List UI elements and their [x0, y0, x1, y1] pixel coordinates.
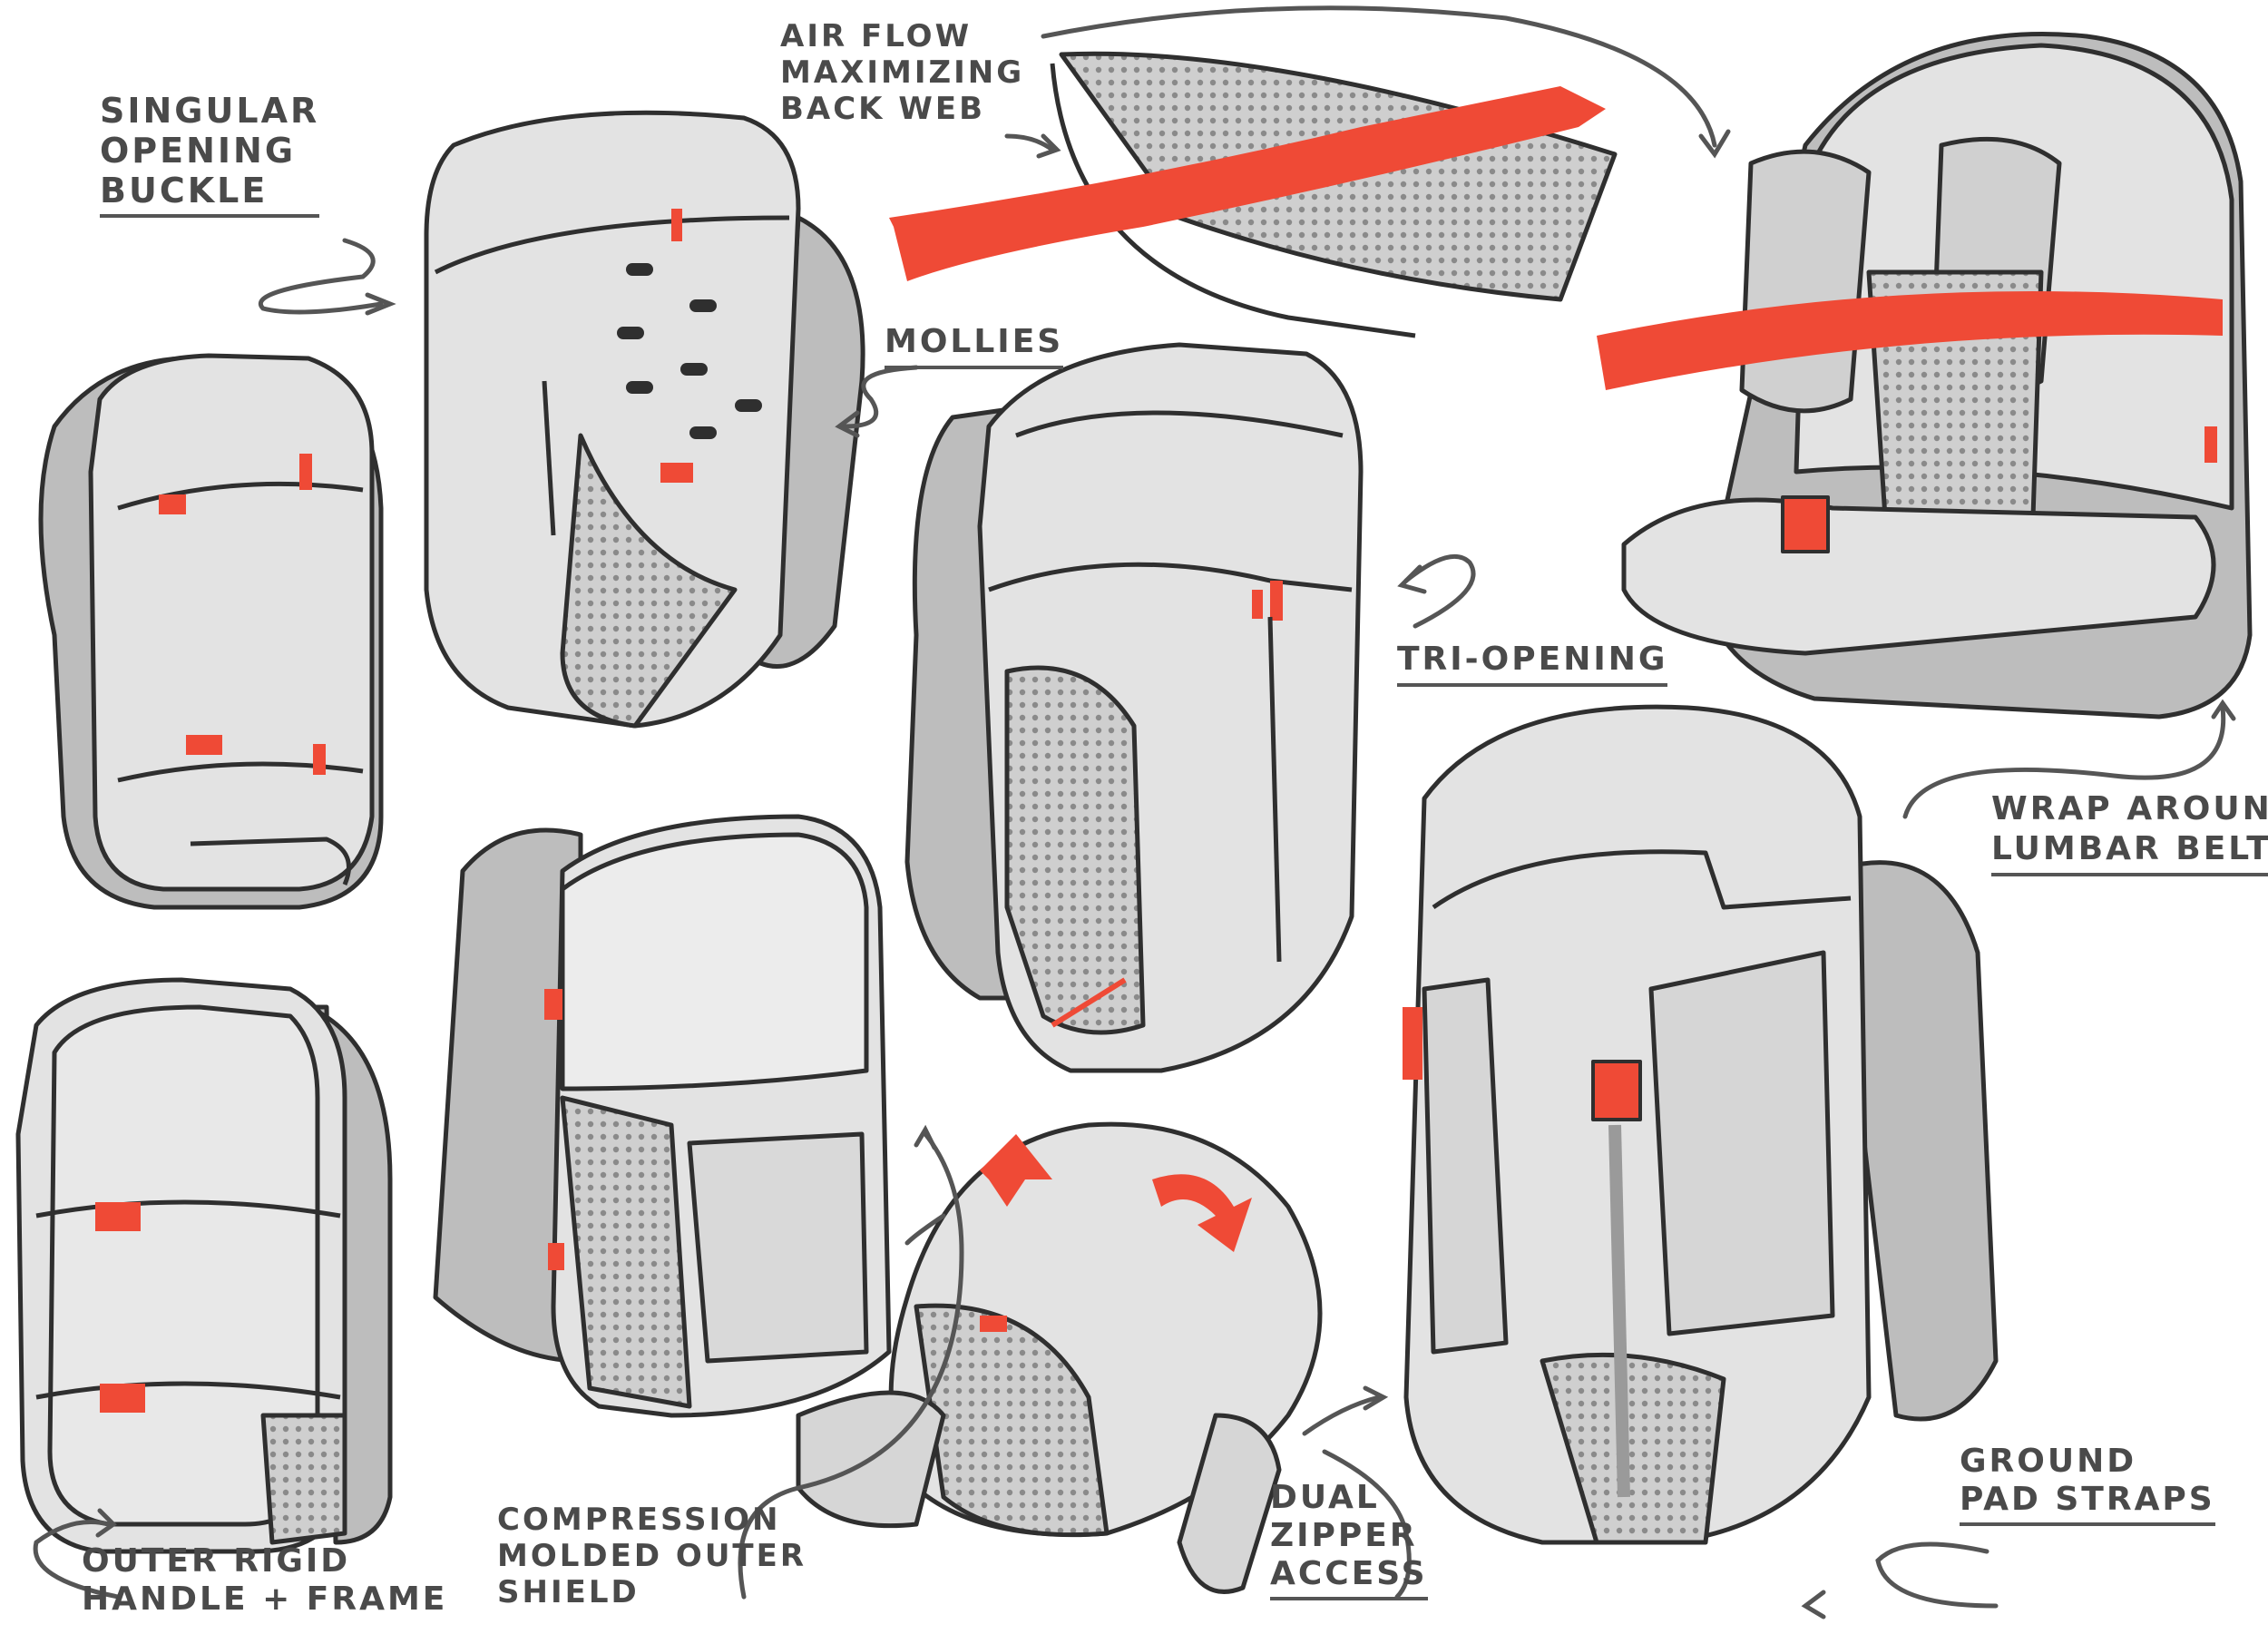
callout-arrows [33, 5, 2236, 1620]
label-compression-molded-outer-shield: COMPRESSION MOLDED OUTER SHIELD [497, 1502, 807, 1610]
label-line: HANDLE + FRAME [82, 1580, 448, 1618]
backpack-tri-opening-view [904, 342, 1364, 1073]
label-line: MOLLIES [885, 322, 1064, 369]
label-line: SINGULAR [100, 91, 320, 131]
label-line: BUCKLE [100, 171, 320, 218]
label-line: ACCESS [1270, 1555, 1428, 1600]
backpack-back-view-lumbar [1597, 32, 2253, 719]
backpack-rigid-handle-view [15, 977, 393, 1554]
label-line: LUMBAR BELT [1991, 829, 2268, 876]
label-line: BACK WEB [780, 91, 986, 127]
label-line: MAXIMIZING [780, 54, 1025, 91]
label-line: PAD STRAPS [1960, 1481, 2215, 1526]
airflow-back-web [889, 51, 1618, 338]
label-line: SHIELD [497, 1574, 640, 1610]
backpack-mollie-view [424, 110, 865, 729]
label-wrap-around-lumbar-belt: WRAP AROUND LUMBAR BELT [1991, 789, 2268, 876]
label-dual-zipper-access: DUAL ZIPPER ACCESS [1270, 1479, 1428, 1600]
backpack-molded-shield-view [433, 814, 892, 1418]
backpack-front-view [38, 353, 384, 910]
label-line: DUAL [1270, 1479, 1380, 1516]
label-outer-rigid-handle-frame: OUTER RIGID HANDLE + FRAME [82, 1542, 447, 1619]
label-singular-opening-buckle: SINGULAR OPENING BUCKLE [100, 91, 320, 218]
label-tri-opening: TRI-OPENING [1397, 640, 1668, 687]
label-airflow-back-web: AIR FLOW MAXIMIZING BACK WEB [780, 18, 1024, 127]
label-line: GROUND [1960, 1443, 2137, 1480]
label-line: COMPRESSION [497, 1502, 781, 1538]
label-line: MOLDED OUTER [497, 1538, 807, 1574]
label-mollies: MOLLIES [885, 322, 1064, 369]
label-line: OUTER RIGID [82, 1542, 351, 1580]
label-line: AIR FLOW [780, 18, 973, 54]
label-line: OPENING [100, 131, 297, 171]
label-line: ZIPPER [1270, 1517, 1418, 1554]
label-line: TRI-OPENING [1397, 640, 1668, 687]
backpack-ground-pad-view [1403, 704, 1999, 1545]
label-line: WRAP AROUND [1991, 790, 2268, 827]
label-ground-pad-straps: GROUND PAD STRAPS [1960, 1443, 2215, 1526]
